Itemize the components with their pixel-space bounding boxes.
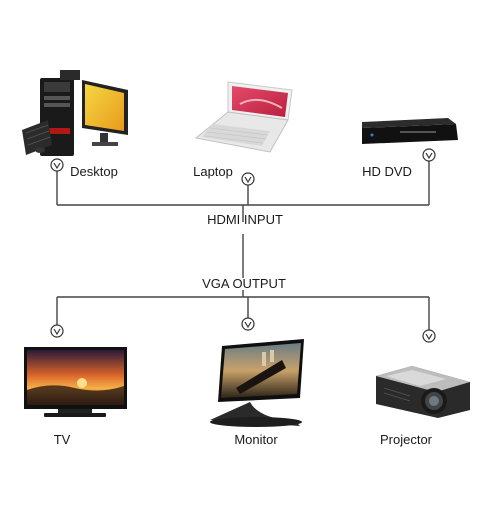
- vga-output-bus: [56, 290, 430, 330]
- laptop-icon: [194, 81, 293, 153]
- dvd-player-icon: [362, 118, 458, 144]
- connector-node-desktop-icon: [50, 158, 64, 172]
- hdmi-input-bus: [56, 160, 430, 278]
- connector-nodes: [50, 148, 436, 343]
- projector-icon: [376, 366, 470, 418]
- source-label-hd-dvd: HD DVD: [362, 164, 412, 179]
- desktop-computer-icon: [22, 70, 128, 156]
- tv-icon: [24, 347, 127, 417]
- output-label-projector: Projector: [379, 432, 433, 447]
- hdmi-input-label: HDMI INPUT: [207, 212, 283, 227]
- connector-node-laptop-icon: [241, 172, 255, 186]
- vga-output-label: VGA OUTPUT: [202, 276, 286, 291]
- connector-node-projector-icon: [422, 329, 436, 343]
- connector-node-tv-icon: [50, 324, 64, 338]
- source-label-laptop: Laptop: [193, 164, 233, 179]
- output-label-tv: TV: [53, 432, 71, 447]
- connector-node-monitor-icon: [241, 317, 255, 331]
- connector-node-dvd-icon: [422, 148, 436, 162]
- source-label-desktop: Desktop: [70, 164, 118, 179]
- monitor-icon: [210, 339, 304, 427]
- output-label-monitor: Monitor: [234, 432, 278, 447]
